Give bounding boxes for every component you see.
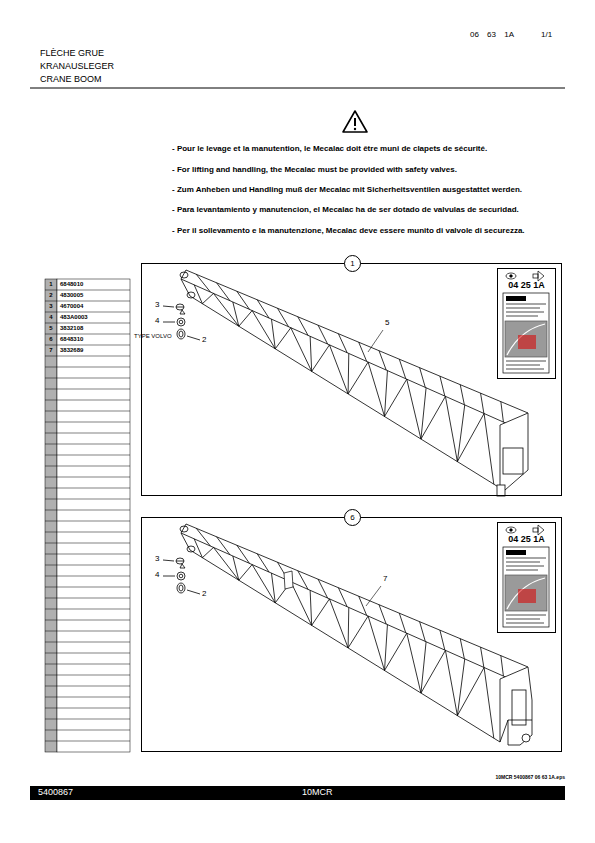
part-number: 3832108 [60,325,83,332]
page-number: 1/1 [541,31,552,40]
document-number: 5400867 [38,788,73,798]
page-code: 06 63 1A [470,31,514,40]
warning-note: - For lifting and handling, the Mecalac … [172,166,457,175]
callout-number: 7 [383,575,387,584]
warning-note: - Para levantamiento y manutencion, el M… [172,206,519,215]
warning-note: - Pour le levage et la manutention, le M… [172,145,487,154]
part-number: 6848010 [60,281,83,288]
part-number: 4670004 [60,303,83,310]
callout-number: 3 [155,301,159,310]
warning-note: - Zum Anheben und Handling muß der Mecal… [172,186,522,195]
file-name: 10MCR 5400867 06 63 1A.eps [496,775,566,781]
part-number: 4830005 [60,292,83,299]
part-number: 483A0003 [60,314,88,321]
part-number: 3832689 [60,347,83,354]
view-number: 1 [344,255,361,272]
reference-box: 04 25 1A [497,522,556,633]
item-number: 3 [45,303,57,310]
reference-box: 04 25 1A [497,268,556,379]
machine-model: 10MCR [302,788,333,798]
reference-code: 04 25 1A [498,535,555,545]
callout-number: 4 [155,571,159,580]
item-number: 1 [45,281,57,288]
page-title: FLÈCHE GRUE KRANAUSLEGER CRANE BOOM [40,47,130,86]
view-frame: 04 25 1A1 [141,263,562,496]
callout-number: 2 [202,336,206,345]
callout-number: 4 [155,317,159,326]
callout-number: 2 [202,590,206,599]
view-frame: 04 25 1A6 [141,517,562,752]
warning-note: - Per il sollevamento e la manutenzione,… [172,227,525,236]
item-number: 4 [45,314,57,321]
variant-note: TYPE VOLVO [133,333,173,340]
item-number: 5 [45,325,57,332]
part-number: 6848310 [60,336,83,343]
footer-bar: 5400867 10MCR [30,786,565,800]
callout-number: 3 [155,555,159,564]
view-number: 6 [344,509,361,526]
item-number: 7 [45,347,57,354]
reference-code: 04 25 1A [498,281,555,291]
item-number: 6 [45,336,57,343]
callout-number: 5 [385,319,389,328]
item-number: 2 [45,292,57,299]
